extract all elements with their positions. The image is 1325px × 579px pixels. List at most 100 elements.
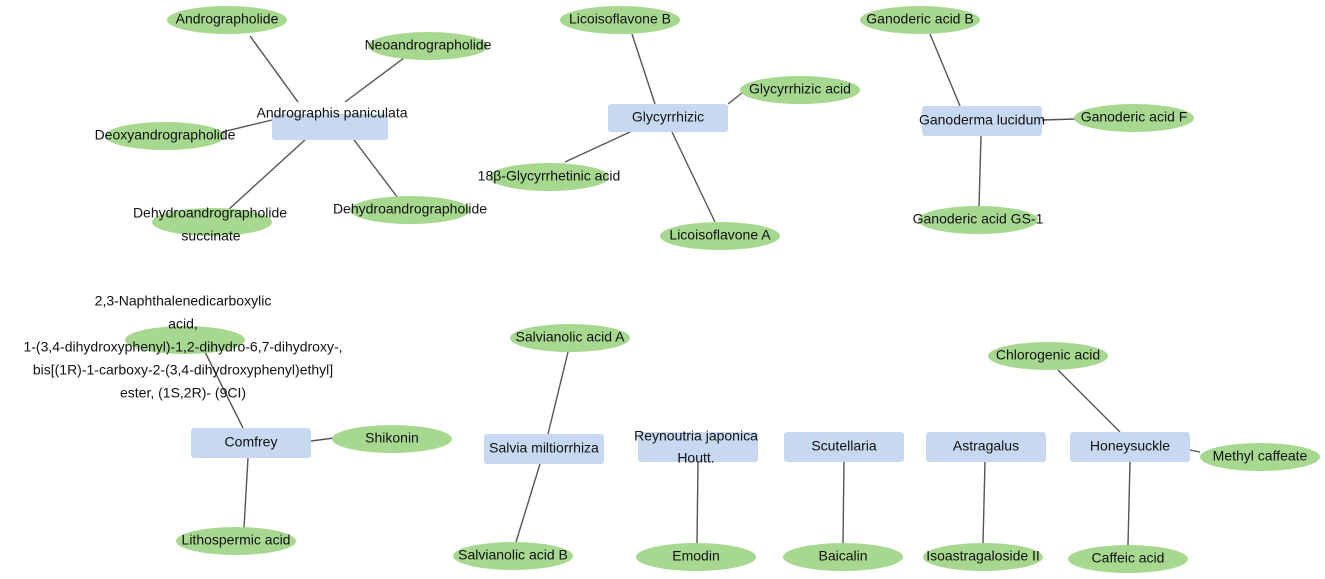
- compound-ellipse: [660, 222, 780, 250]
- compound-label: Salvianolic acid B: [458, 547, 568, 563]
- herb-node-ganoderma-lucidum[interactable]: Ganoderma lucidum: [919, 106, 1045, 136]
- compound-node-caffeic-acid[interactable]: Caffeic acid: [1068, 545, 1188, 573]
- edge-andrographis-paniculata-deoxyandrographolide: [221, 119, 273, 133]
- compound-node-methyl-caffeate[interactable]: Methyl caffeate: [1200, 443, 1320, 471]
- compound-node-neoandrographolide[interactable]: Neoandrographolide: [365, 32, 492, 60]
- compound-node-2-3-naphthalenedicarboxylic-acid-1-3-4-d[interactable]: 2,3-Naphthalenedicarboxylic acid, 1-(3,4-d…: [23, 293, 342, 401]
- compound-node-isoastragaloside-ii[interactable]: Isoastragaloside II: [923, 543, 1043, 571]
- compound-node-licoisoflavone-a[interactable]: Licoisoflavone A: [660, 222, 780, 250]
- compound-label: Glycyrrhizic acid: [749, 81, 851, 97]
- compound-node-lithospermic-acid[interactable]: Lithospermic acid: [176, 527, 296, 555]
- compound-label: 2,3-Naphthalenedicarboxylic: [95, 293, 272, 309]
- herb-box: [272, 114, 388, 140]
- herb-label: Andrographis paniculata: [257, 105, 408, 121]
- compound-label: Salvianolic acid A: [516, 329, 626, 345]
- compound-node-shikonin[interactable]: Shikonin: [332, 425, 452, 453]
- herb-node-astragalus[interactable]: Astragalus: [926, 432, 1046, 462]
- herb-node-honeysuckle[interactable]: Honeysuckle: [1070, 432, 1190, 462]
- compound-node-dehydroandrographolide[interactable]: Dehydroandrographolide: [333, 196, 487, 224]
- compound-node-ganoderic-acid-f[interactable]: Ganoderic acid F: [1074, 104, 1194, 132]
- compound-ellipse: [560, 6, 680, 34]
- herb-node-salvia-miltiorrhiza[interactable]: Salvia miltiorrhiza: [484, 434, 604, 464]
- edge-scutellaria-baicalin: [842, 461, 845, 544]
- compound-ellipse: [489, 163, 609, 191]
- compound-label: Ganoderic acid B: [866, 11, 973, 27]
- compound-ellipse: [125, 326, 245, 354]
- compound-ellipse: [923, 543, 1043, 571]
- edge-comfrey-lithospermic-acid: [243, 457, 249, 529]
- compound-node-andrographolide[interactable]: Andrographolide: [167, 6, 287, 34]
- compound-node-deoxyandrographolide[interactable]: Deoxyandrographolide: [95, 122, 236, 150]
- compound-ellipse: [1200, 443, 1320, 471]
- compound-label: Ganoderic acid GS-1: [913, 211, 1044, 227]
- edge-ganoderma-lucidum-ganoderic-acid-f: [1041, 118, 1077, 121]
- compound-node-chlorogenic-acid[interactable]: Chlorogenic acid: [988, 342, 1108, 370]
- edge-comfrey-shikonin: [310, 437, 335, 442]
- herb-label: Scutellaria: [811, 438, 877, 454]
- compound-label: Methyl caffeate: [1213, 448, 1308, 464]
- compound-ellipse: [332, 425, 452, 453]
- compound-label: Neoandrographolide: [365, 37, 492, 53]
- edge-honeysuckle-chlorogenic-acid: [1057, 369, 1121, 433]
- edge-glycyrrhizic-licoisoflavone-b: [631, 33, 656, 105]
- compound-label: Lithospermic acid: [182, 532, 291, 548]
- compound-ellipse: [176, 527, 296, 555]
- herb-label: Ganoderma lucidum: [919, 112, 1045, 128]
- compound-ellipse: [988, 342, 1108, 370]
- herb-box: [638, 432, 758, 462]
- compound-ellipse: [1074, 104, 1194, 132]
- compound-label: Deoxyandrographolide: [95, 127, 236, 143]
- edge-glycyrrhizic-glycyrrhizic-acid: [727, 92, 743, 105]
- edge-glycyrrhizic-licoisoflavone-a: [671, 131, 716, 223]
- herb-node-glycyrrhizic[interactable]: Glycyrrhizic: [608, 104, 728, 132]
- edge-salvia-miltiorrhiza-salvianolic-acid-a: [547, 351, 569, 435]
- compound-label: 18β-Glycyrrhetinic acid: [478, 168, 621, 184]
- compound-label: Licoisoflavone A: [669, 227, 771, 243]
- herb-node-scutellaria[interactable]: Scutellaria: [784, 432, 904, 462]
- compound-ellipse: [368, 32, 488, 60]
- compound-node-emodin[interactable]: Emodin: [636, 543, 756, 571]
- herb-node-andrographis-paniculata[interactable]: Andrographis paniculata: [257, 105, 408, 140]
- compound-label: Caffeic acid: [1092, 550, 1165, 566]
- edge-honeysuckle-methyl-caffeate: [1189, 449, 1201, 453]
- edge-ganoderma-lucidum-ganoderic-acid-gs-1: [978, 135, 982, 208]
- compound-label: Licoisoflavone B: [569, 11, 671, 27]
- compound-node-18-glycyrrhetinic-acid[interactable]: 18β-Glycyrrhetinic acid: [478, 163, 621, 191]
- compound-node-salvianolic-acid-a[interactable]: Salvianolic acid A: [510, 324, 630, 352]
- edge-andrographis-paniculata-dehydroandrographolide-succinate: [227, 127, 319, 211]
- herb-box: [922, 106, 1042, 136]
- herb-label: Honeysuckle: [1090, 438, 1170, 454]
- herb-label: Reynoutria japonica: [634, 428, 758, 444]
- edge-comfrey-2-3-naphthalenedicarboxylic-acid-1-3-4-d: [204, 351, 244, 429]
- edge-honeysuckle-caffeic-acid: [1127, 461, 1131, 546]
- compound-node-glycyrrhizic-acid[interactable]: Glycyrrhizic acid: [740, 76, 860, 104]
- compound-node-baicalin[interactable]: Baicalin: [783, 543, 903, 571]
- edge-astragalus-isoastragaloside-ii: [982, 461, 986, 544]
- herb-node-comfrey[interactable]: Comfrey: [191, 428, 311, 458]
- compound-node-ganoderic-acid-b[interactable]: Ganoderic acid B: [860, 6, 980, 34]
- compound-label: acid,: [168, 316, 198, 332]
- edge-andrographis-paniculata-andrographolide: [249, 35, 299, 103]
- compound-node-ganoderic-acid-gs-1[interactable]: Ganoderic acid GS-1: [913, 206, 1044, 234]
- compound-ellipse: [510, 324, 630, 352]
- compound-label: ester, (1S,2R)- (9CI): [120, 385, 246, 401]
- edge-layer: [204, 33, 1201, 546]
- compound-ellipse: [783, 543, 903, 571]
- compound-ellipse: [350, 196, 470, 224]
- herb-label: Comfrey: [225, 434, 278, 450]
- compound-label: Ganoderic acid F: [1081, 109, 1188, 125]
- compound-node-salvianolic-acid-b[interactable]: Salvianolic acid B: [453, 542, 573, 570]
- node-layer: AndrographolideNeoandrographolideDeoxyan…: [23, 6, 1320, 573]
- compound-label: Shikonin: [365, 430, 419, 446]
- compound-label: Baicalin: [818, 548, 867, 564]
- edge-ganoderma-lucidum-ganoderic-acid-b: [929, 33, 961, 107]
- compound-label: Dehydroandrographolide: [333, 201, 487, 217]
- compound-label: Emodin: [672, 548, 719, 564]
- compound-label: 1-(3,4-dihydroxyphenyl)-1,2-dihydro-6,7-…: [23, 339, 342, 355]
- compound-label: Dehydroandrographolide: [133, 205, 287, 221]
- compound-node-licoisoflavone-b[interactable]: Licoisoflavone B: [560, 6, 680, 34]
